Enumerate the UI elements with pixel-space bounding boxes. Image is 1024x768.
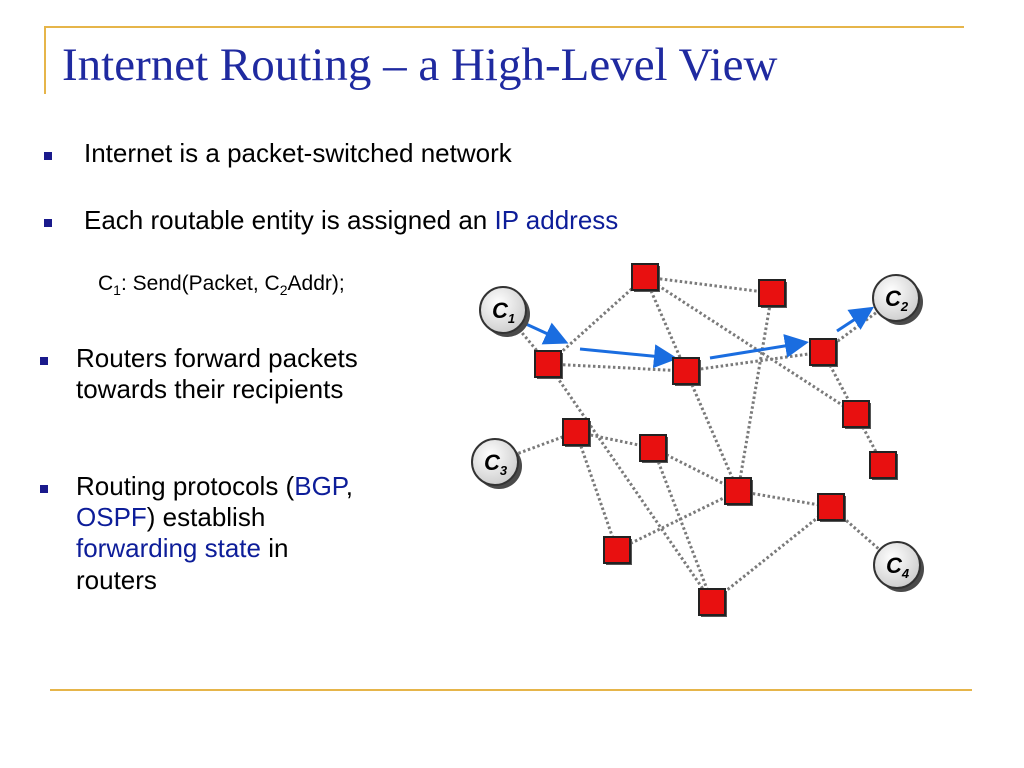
top-accent-line [44, 26, 964, 28]
bullet-2: Each routable entity is assigned an IP a… [44, 205, 619, 236]
route-arrows [525, 306, 875, 369]
router-M [698, 588, 727, 617]
bullet-1-text: Internet is a packet-switched network [84, 138, 512, 168]
bullet-3: Routers forward packets towards their re… [40, 343, 456, 405]
client-c2-label: C2 [885, 286, 909, 314]
link-A-M [546, 363, 714, 603]
client-c4-label: C4 [886, 553, 910, 581]
route-arrow-3 [709, 334, 809, 360]
link-J-K [737, 489, 832, 509]
ospf-highlight: OSPF [76, 502, 147, 533]
forwarding-state-highlight: forwarding state [76, 533, 261, 564]
bullet-4-line-1: Routing protocols (BGP, [76, 471, 354, 501]
routers [534, 263, 898, 617]
client-c1-label: C1 [492, 298, 515, 326]
bottom-accent-line [50, 689, 972, 691]
link-L-J [616, 489, 739, 552]
client-c2: C2 [872, 274, 923, 325]
router-J [724, 477, 753, 506]
link-B-F [644, 275, 857, 416]
link-A-D [547, 362, 687, 373]
bullet-marker [44, 219, 52, 227]
bullet-marker [40, 485, 48, 493]
link-C-J [736, 292, 774, 492]
link-H-L [574, 431, 619, 551]
send-code: C1: Send(Packet, C2Addr); [98, 272, 345, 299]
bullet-4-line-2: OSPF) establish [76, 502, 266, 533]
router-L [603, 536, 632, 565]
network-links [494, 275, 898, 604]
link-E-G [821, 351, 885, 466]
link-A-B [546, 275, 647, 366]
link-I-M [651, 447, 714, 603]
router-G [869, 451, 898, 480]
router-B [631, 263, 660, 292]
route-arrow-2 [579, 344, 678, 369]
bullet-4-line-3: forwarding state in [76, 533, 289, 564]
route-arrow-4 [836, 306, 875, 333]
router-K [817, 493, 846, 522]
client-c3: C3 [471, 438, 522, 489]
link-M-K [711, 505, 832, 604]
client-c4: C4 [873, 541, 924, 592]
link-B-D [643, 276, 688, 372]
bullet-3-line-1: Routers forward packets [76, 343, 358, 373]
router-I [639, 434, 668, 463]
left-accent-line [44, 26, 46, 94]
bullet-2-highlight: IP address [494, 205, 619, 235]
bullet-3-line-2: towards their recipients [76, 374, 344, 405]
bullet-4: Routing protocols (BGP, OSPF) establish … [40, 471, 456, 596]
route-arrow-1 [525, 322, 569, 345]
link-D-E [685, 350, 824, 373]
router-F [842, 400, 871, 429]
link-D-J [684, 370, 740, 492]
client-c3-label: C3 [484, 450, 508, 478]
bullet-1: Internet is a packet-switched network [44, 138, 512, 169]
router-H [562, 418, 591, 447]
router-E [809, 338, 838, 367]
bullet-marker [40, 357, 48, 365]
router-A [534, 350, 563, 379]
slide-title: Internet Routing – a High-Level View [62, 39, 778, 91]
router-D [672, 357, 701, 386]
link-B-C [644, 275, 773, 295]
bgp-highlight: BGP [294, 471, 346, 501]
bullet-marker [44, 152, 52, 160]
bullet-4-line-4: routers [76, 564, 157, 595]
router-C [758, 279, 787, 308]
client-c1: C1 [479, 286, 530, 337]
bullet-2-text: Each routable entity is assigned an [84, 205, 495, 235]
